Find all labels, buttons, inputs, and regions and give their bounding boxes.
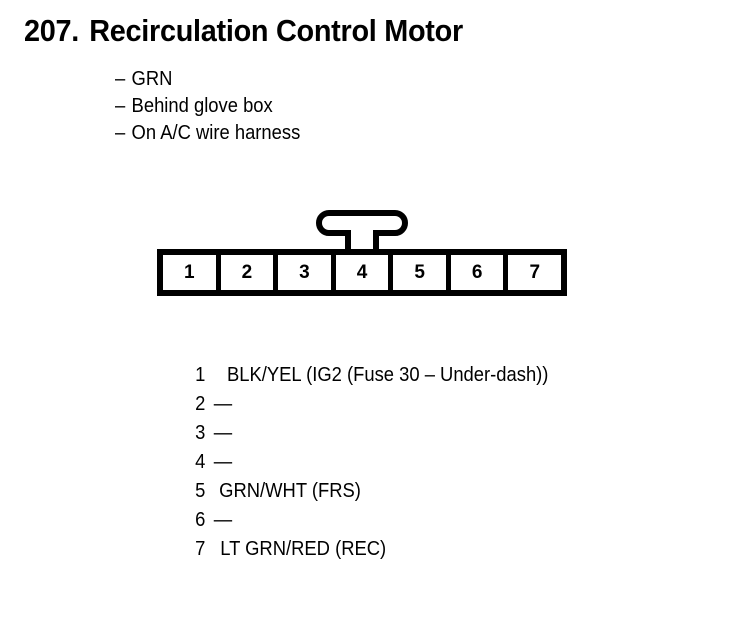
connector-latch-tab-icon [316,210,408,254]
notes-list: –GRN –Behind glove box –On A/C wire harn… [115,66,300,147]
pin-description: — [213,509,233,531]
connector-body: 1 2 3 4 5 6 7 [157,249,567,296]
connector-pin-cell: 7 [508,255,562,290]
pin-row: 2 — [190,390,562,419]
note-item: –Behind glove box [115,93,300,120]
pin-number: 1 [195,364,206,386]
note-item: –On A/C wire harness [115,120,300,147]
pin-description: BLK/YEL (IG2 (Fuse 30 – Under-dash)) [226,364,549,386]
pin-number: 4 [195,451,206,473]
connector-diagram: 1 2 3 4 5 6 7 [157,208,567,298]
note-item: –GRN [115,66,300,93]
pin-description: — [213,422,233,444]
note-bullet-dash: – [115,95,126,117]
connector-pin-cell: 5 [393,255,451,290]
pin-row: 4 — [190,448,562,477]
pin-number: 2 [195,393,206,415]
pin-row: 1 BLK/YEL (IG2 (Fuse 30 – Under-dash)) [190,361,562,390]
note-bullet-dash: – [115,122,126,144]
pin-number: 7 [195,538,206,560]
connector-pin-cell: 4 [335,255,394,290]
note-item-label: On A/C wire harness [131,122,301,144]
note-bullet-dash: – [115,68,126,90]
pin-description: GRN/WHT (FRS) [219,480,361,502]
connector-pin-cell: 2 [220,255,279,290]
page-title-number: 207. [24,13,80,48]
note-item-label: GRN [131,68,173,90]
pin-row: 3 — [190,419,562,448]
page-title: 207. Recirculation Control Motor [24,13,463,49]
pin-row: 7 LT GRN/RED (REC) [190,535,562,564]
pin-description: — [213,393,233,415]
pin-description: LT GRN/RED (REC) [220,538,387,560]
pin-description: — [213,451,233,473]
note-item-label: Behind glove box [131,95,273,117]
pin-number: 6 [195,509,206,531]
pin-assignment-list: 1 BLK/YEL (IG2 (Fuse 30 – Under-dash)) 2… [190,361,562,564]
page-title-text: Recirculation Control Motor [89,13,463,48]
connector-pin-cell: 1 [163,255,221,290]
pin-row: 5 GRN/WHT (FRS) [190,477,562,506]
connector-pin-cell: 6 [450,255,509,290]
connector-pin-cell: 3 [278,255,336,290]
pin-number: 5 [195,480,206,502]
pin-number: 3 [195,422,206,444]
pin-row: 6 — [190,506,562,535]
